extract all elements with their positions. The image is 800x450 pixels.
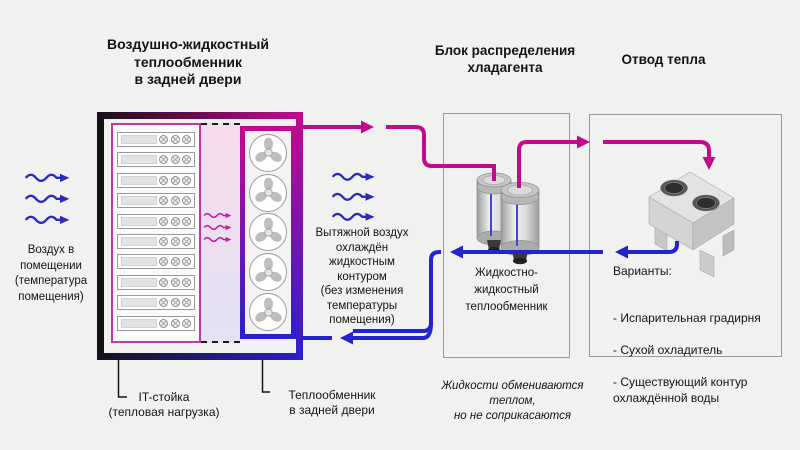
screw-icon [182,257,191,267]
options-list: - Испарительная градирня - Сухой охладит… [613,294,781,422]
screw-icon [170,135,180,144]
cdu-section-box [443,113,570,358]
server-slot [121,318,157,328]
screw-icon [159,257,169,267]
option-dry-cooler: - Сухой охладитель [613,343,723,357]
fan-icon [249,213,287,252]
server-unit [117,315,195,331]
fan-icon [249,253,287,292]
screw-icon [170,196,180,206]
server-list [111,123,201,343]
rack-enclosure-border-bottom [97,353,303,360]
screw-icon [159,236,169,246]
server-slot [121,257,157,267]
server-slot [121,216,157,226]
screw-icon [182,298,191,308]
server-slot [121,196,157,206]
server-slot [121,236,157,246]
server-slot [121,135,157,144]
screw-icon [170,175,180,185]
screw-icon [182,135,191,144]
no-contact-note: Жидкости обмениваются теплом, но не сопр… [441,380,584,422]
screw-icon [182,318,191,328]
it-rack-label: IT-стойка (тепловая нагрузка) [108,390,220,419]
server-unit [117,172,195,188]
rack-enclosure-border-right [296,112,303,360]
fan-icon [249,133,287,172]
room-air-arrows [24,172,71,226]
screw-icon [182,277,191,287]
rack-enclosure-border-top [97,112,303,119]
server-unit [117,132,195,147]
title-heat-rejection: Отвод тепла [621,52,706,67]
screw-icon [159,135,169,144]
server-slot [121,277,157,287]
screw-icon [159,155,169,165]
rack-enclosure-border-left [97,112,104,360]
heat-rejection-section-box [589,114,782,357]
option-evaporative-tower: - Испарительная градирня [613,311,761,325]
exhaust-air-arrows [331,171,376,222]
screw-icon [170,298,180,308]
screw-icon [170,216,180,226]
screw-icon [182,155,191,165]
server-slot [121,175,157,185]
fan-column [240,126,296,339]
screw-icon [182,196,191,206]
screw-icon [159,175,169,185]
screw-icon [170,236,180,246]
llhx-label: Жидкостно- жидкостный теплообменник [465,267,548,313]
server-unit [117,152,195,168]
server-unit [117,213,195,229]
server-unit [117,295,195,311]
screw-icon [182,236,191,246]
fan-icon [249,293,287,332]
screw-icon [170,318,180,328]
screw-icon [159,216,169,226]
server-slot [121,155,157,165]
room-air-label: Воздух в помещении (температура помещени… [14,244,88,303]
screw-icon [182,175,191,185]
title-coolant-distribution-unit: Блок распределения хладагента [434,43,576,75]
rdhx-label: Теплообменник в задней двери [288,388,376,417]
exhaust-air-label: Вытяжной воздух охлаждён жидкостным конт… [315,227,409,326]
options-title: Варианты: [613,264,672,278]
title-rear-door-hx: Воздушно-жидкостный теплообменник в задн… [107,36,269,87]
server-unit [117,274,195,290]
screw-icon [170,277,180,287]
server-unit [117,233,195,249]
screw-icon [159,298,169,308]
fan-icon [249,173,287,212]
server-unit [117,193,195,209]
screw-icon [170,155,180,165]
screw-icon [170,257,180,267]
screw-icon [159,318,169,328]
screw-icon [159,277,169,287]
option-chilled-water-loop: - Существующий контур охлаждённой воды [613,375,748,405]
screw-icon [182,216,191,226]
server-slot [121,298,157,308]
rear-door-air-strip [201,123,240,343]
screw-icon [159,196,169,206]
server-unit [117,254,195,270]
